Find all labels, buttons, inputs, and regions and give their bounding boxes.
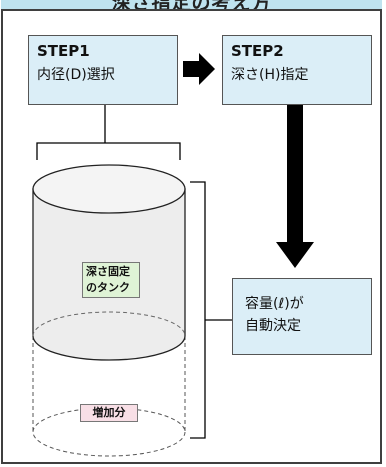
header-bar: 深さ指定の考え方	[1, 0, 382, 11]
right-arrow-icon	[183, 53, 215, 85]
step2-box: STEP2 深さ(H)指定	[222, 35, 372, 105]
increase-section-outline	[32, 336, 186, 432]
step2-title: STEP2	[231, 42, 284, 60]
header-title: 深さ指定の考え方	[111, 0, 272, 11]
top-bracket	[36, 142, 181, 160]
step1-desc: 内径(D)選択	[37, 67, 115, 83]
tank-bottom-hidden-edge	[32, 311, 186, 337]
fixed-depth-tank-label: 深さ固定 のタンク	[82, 262, 140, 298]
step2-desc: 深さ(H)指定	[231, 67, 309, 83]
down-arrow-icon	[276, 102, 314, 268]
step1-box: STEP1 内径(D)選択	[28, 35, 178, 105]
right-bracket	[190, 181, 206, 439]
tank-top-ellipse	[32, 164, 186, 214]
increase-bottom-ellipse	[32, 407, 186, 457]
increase-label: 増加分	[80, 404, 138, 422]
step1-title: STEP1	[37, 42, 90, 60]
volume-result-text: 容量(ℓ)が 自動決定	[245, 296, 304, 334]
volume-result-box: 容量(ℓ)が 自動決定	[232, 278, 372, 355]
